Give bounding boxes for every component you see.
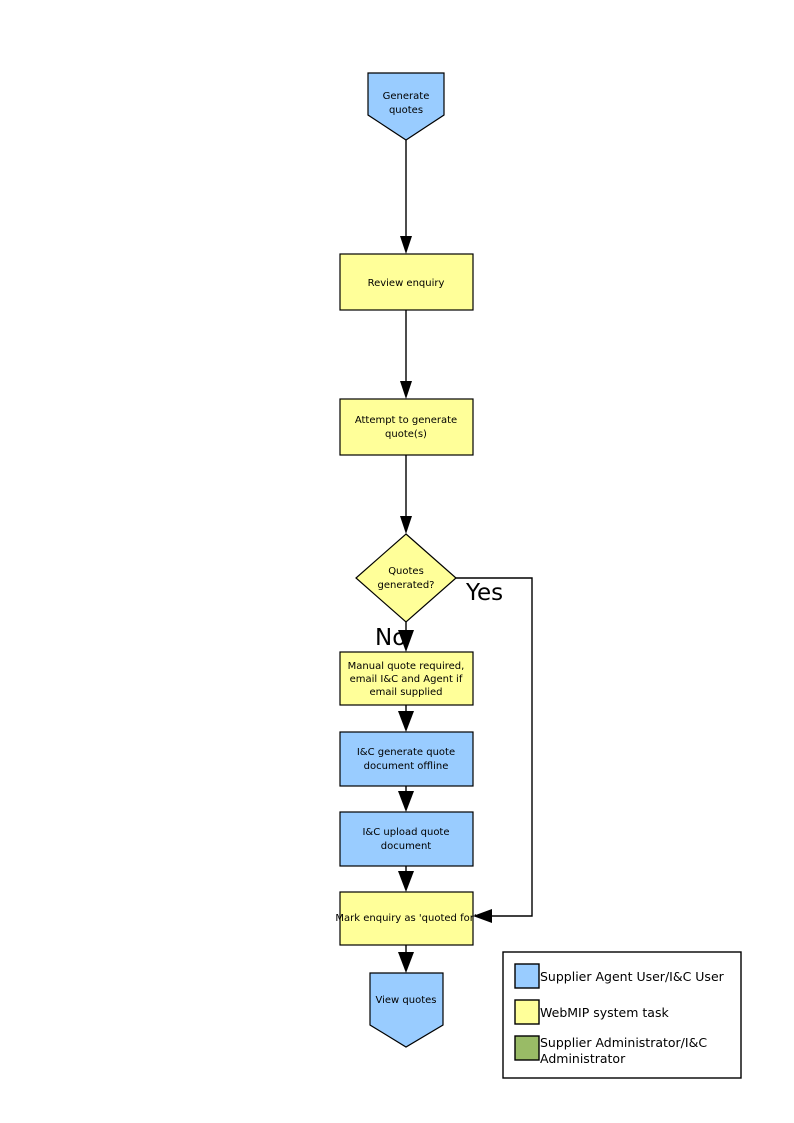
review-enquiry-shape (339, 253, 474, 311)
edge-ic-upload-to-mark-enquiry (398, 866, 414, 892)
quotes-generated-decision-shape (355, 533, 457, 623)
edge-manual-to-ic-generate (398, 705, 414, 732)
legend-label-admin-task-line2: Administrator (540, 1051, 626, 1066)
manual-quote-required-label-line2: email I&C and Agent if (350, 674, 463, 685)
attempt-generate-quotes-label-line2: quote(s) (385, 429, 427, 440)
nodes-layer: Generate quotes Review enquiry Attempt t… (335, 72, 477, 1048)
legend-item-supplier-administrator: Supplier Administrator/I&C Administrator (514, 1035, 707, 1066)
node-generate-quotes[interactable]: Generate quotes (367, 72, 445, 141)
legend-label-user-task: Supplier Agent User/I&C User (540, 969, 725, 984)
attempt-generate-quotes-label-line1: Attempt to generate (355, 415, 457, 426)
manual-quote-required-shape (339, 651, 474, 706)
edge-decision-yes-to-mark-enquiry (456, 577, 533, 923)
edge-review-to-attempt (400, 310, 412, 399)
node-quotes-generated-decision[interactable]: Quotes generated? (355, 533, 457, 623)
edge-labels-layer: Yes No (375, 580, 503, 651)
legend-item-supplier-agent-user: Supplier Agent User/I&C User (514, 963, 725, 989)
node-ic-upload-quote-document[interactable]: I&C upload quote document (339, 811, 474, 867)
review-enquiry-label: Review enquiry (368, 278, 445, 289)
generate-quotes-label-line2: quotes (389, 105, 423, 116)
mark-enquiry-quoted-for-label: Mark enquiry as 'quoted for' (335, 913, 476, 924)
generate-quotes-shape (367, 72, 445, 141)
legend-frame (502, 951, 742, 1079)
node-attempt-generate-quotes[interactable]: Attempt to generate quote(s) (339, 398, 474, 456)
legend-swatch-system-task (514, 999, 540, 1025)
edges-layer (398, 140, 533, 973)
node-mark-enquiry-quoted-for[interactable]: Mark enquiry as 'quoted for' (335, 891, 477, 946)
ic-generate-quote-offline-label-line2: document offline (364, 761, 449, 772)
node-view-quotes[interactable]: View quotes (369, 972, 444, 1048)
ic-upload-quote-document-label-line1: I&C upload quote (362, 827, 449, 838)
ic-upload-quote-document-shape (339, 811, 474, 867)
legend: Supplier Agent User/I&C User WebMIP syst… (502, 951, 742, 1079)
ic-generate-quote-offline-shape (339, 731, 474, 787)
edge-label-no: No (375, 625, 406, 651)
edge-ic-generate-to-ic-upload (398, 786, 414, 812)
view-quotes-shape (369, 972, 444, 1048)
attempt-generate-quotes-shape (339, 398, 474, 456)
legend-swatch-admin-task (514, 1035, 540, 1061)
quotes-generated-decision-label-line1: Quotes (388, 566, 424, 577)
mark-enquiry-quoted-for-shape (339, 891, 474, 946)
edge-attempt-to-decision (400, 455, 412, 534)
legend-item-webmip-system-task: WebMIP system task (514, 999, 669, 1025)
generate-quotes-label-line1: Generate (383, 91, 430, 102)
node-ic-generate-quote-offline[interactable]: I&C generate quote document offline (339, 731, 474, 787)
view-quotes-label: View quotes (376, 995, 437, 1006)
manual-quote-required-label-line1: Manual quote required, (348, 661, 465, 672)
ic-upload-quote-document-label-line2: document (381, 841, 432, 852)
legend-swatch-user-task (514, 963, 540, 989)
legend-label-system-task: WebMIP system task (540, 1005, 669, 1020)
node-review-enquiry[interactable]: Review enquiry (339, 253, 474, 311)
edge-decision-no-to-manual (398, 622, 414, 652)
quotes-generated-decision-label-line2: generated? (378, 580, 435, 591)
legend-label-admin-task-line1: Supplier Administrator/I&C (540, 1035, 707, 1050)
edge-label-yes: Yes (465, 580, 503, 606)
node-manual-quote-required[interactable]: Manual quote required, email I&C and Age… (339, 651, 474, 706)
edge-generate-to-review (400, 140, 412, 254)
edge-mark-enquiry-to-view-quotes (398, 945, 414, 973)
manual-quote-required-label-line3: email supplied (369, 687, 442, 698)
ic-generate-quote-offline-label-line1: I&C generate quote (357, 747, 455, 758)
